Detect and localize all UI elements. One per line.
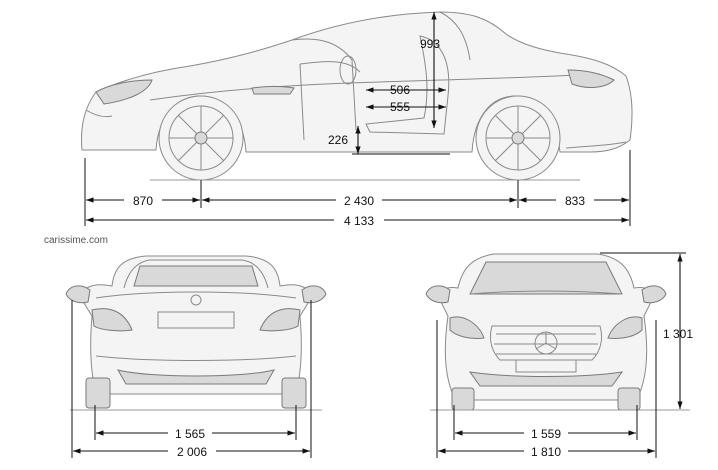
rear-view-car — [65, 255, 327, 411]
legroom-506-label: 506 — [390, 83, 410, 97]
rear-overhang-label: 833 — [565, 194, 585, 208]
width-with-mirrors-label: 2 006 — [177, 445, 207, 459]
rear-dimensions — [71, 300, 312, 458]
side-dimensions — [84, 12, 631, 227]
seat-height-label: 226 — [328, 133, 348, 147]
rear-track-label: 1 565 — [175, 427, 205, 441]
wheelbase-label: 2 430 — [344, 194, 374, 208]
front-dimensions — [436, 252, 686, 458]
side-view-car — [81, 11, 633, 181]
legroom-555-label: 555 — [390, 100, 410, 114]
side-dimension-labels: 870 2 430 833 4 133 993 506 555 226 — [133, 37, 585, 228]
front-view-car — [425, 253, 690, 411]
overall-length-label: 4 133 — [344, 214, 374, 228]
watermark: carissime.com — [44, 235, 108, 246]
headroom-label: 993 — [420, 37, 440, 51]
front-track-label: 1 559 — [531, 427, 561, 441]
overall-height-label: 1 301 — [663, 327, 693, 341]
front-overhang-label: 870 — [133, 194, 153, 208]
body-width-label: 1 810 — [531, 445, 561, 459]
